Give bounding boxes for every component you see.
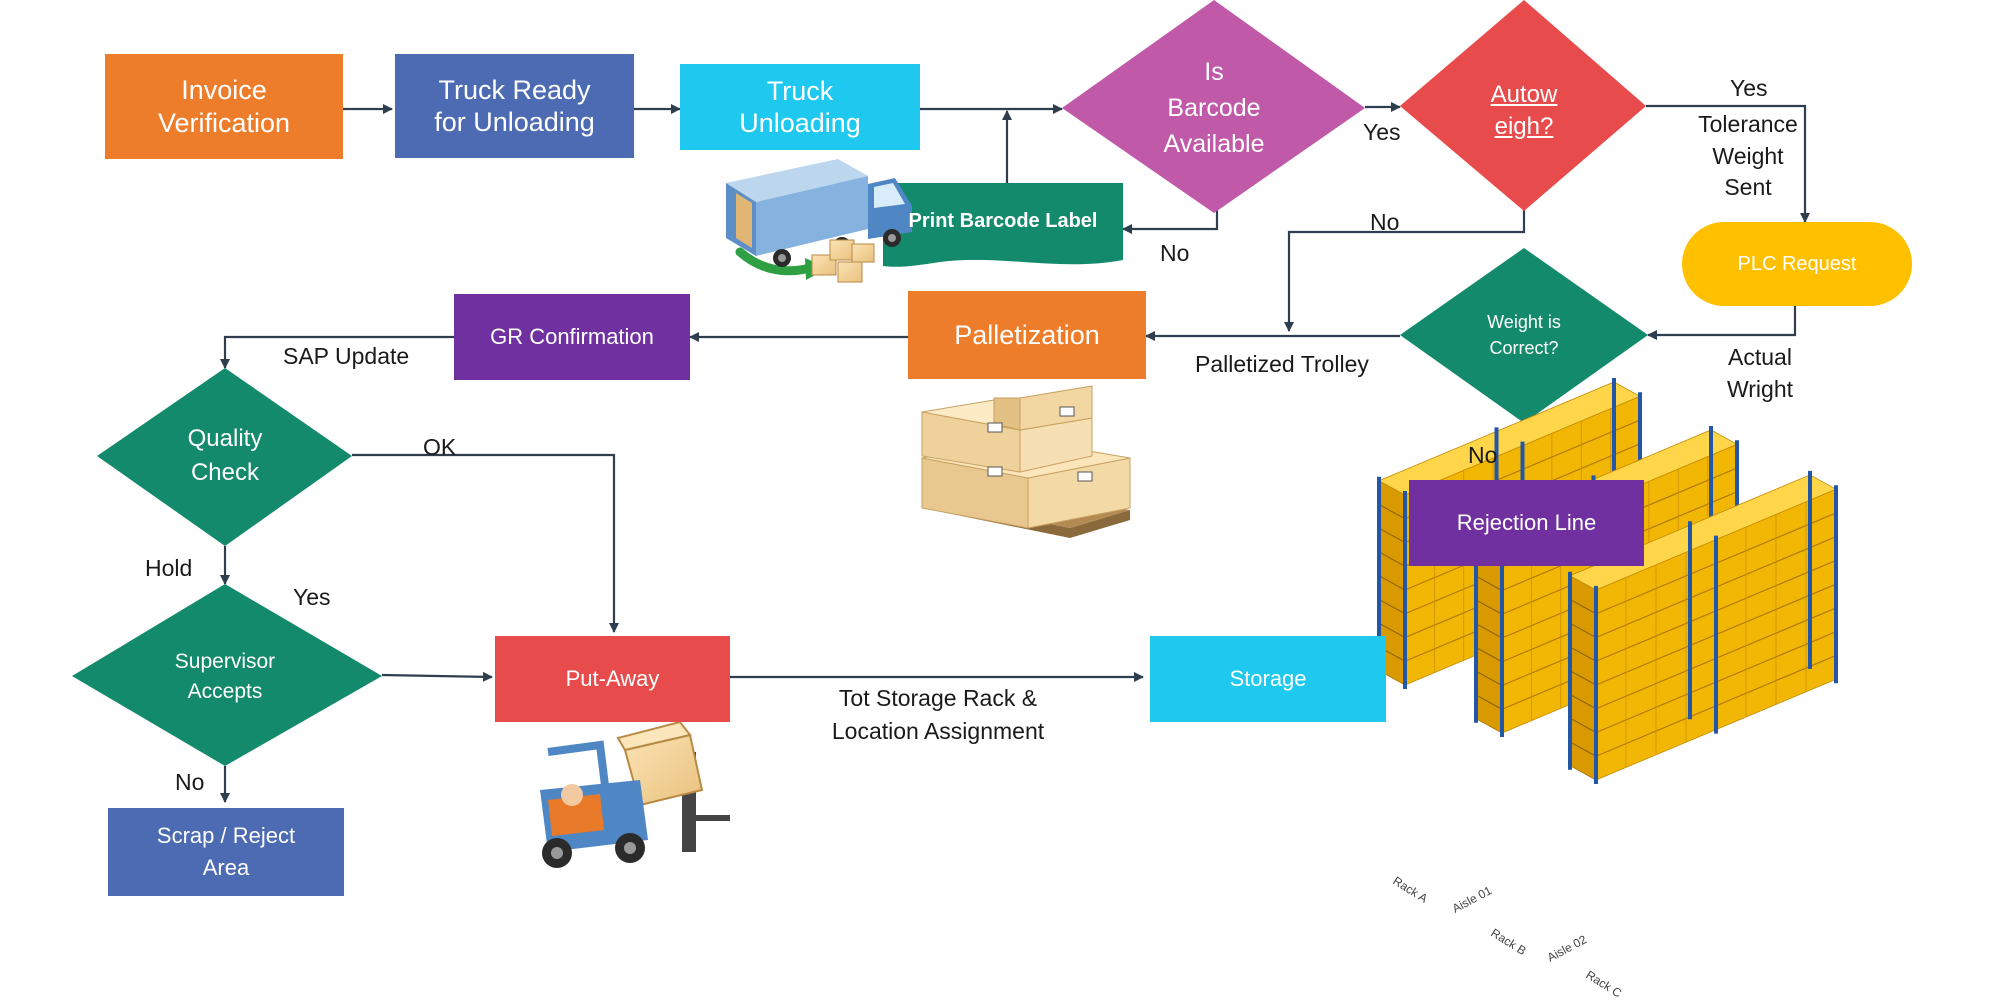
rack-c-label: Rack C <box>1583 968 1624 1000</box>
forklift-illustration <box>540 720 730 868</box>
arrow-gr-to-quality <box>220 335 454 369</box>
arrow-supervisor-yes-to-putaway <box>381 671 493 682</box>
arrow-plc-to-weight <box>1647 306 1797 340</box>
autoweigh-no-label: No <box>1370 209 1400 235</box>
autoweigh-decision-label: Autow eigh? <box>1490 80 1558 140</box>
truck-unloading-illustration <box>726 159 912 283</box>
palletization-box: Palletization <box>908 291 1146 379</box>
print-barcode-shape <box>883 183 1123 267</box>
scrap-reject-box: Scrap / Reject Area <box>108 808 344 896</box>
barcode-decision-label: Is Barcode Available <box>1163 57 1265 159</box>
barcode-no-label: No <box>1160 240 1190 266</box>
storage-assignment-label: Tot Storage Rack & Location Assignment <box>831 685 1045 744</box>
arrows <box>220 102 1810 803</box>
rejection-line-box: Rejection Line <box>1409 480 1644 566</box>
supervisor-yes-label: Yes <box>293 584 331 610</box>
rack-a-label: Rack A <box>1390 874 1430 906</box>
aisle-02-label: Aisle 02 <box>1545 932 1590 965</box>
truck-ready-box: Truck Ready for Unloading <box>395 54 634 158</box>
arrow-autoweigh-yes-to-plc <box>1646 104 1810 223</box>
supervisor-accepts-label: Supervisor Accepts <box>174 649 276 703</box>
quality-hold-label: Hold <box>145 555 193 581</box>
actual-weight-label: Actual Wright <box>1726 344 1794 402</box>
rack-labels: Rack A Aisle 01 Rack B Aisle 02 Rack C <box>1390 874 1624 1000</box>
print-barcode-label-box: Print Barcode Label <box>908 210 1098 232</box>
supervisor-no-label: No <box>175 769 205 795</box>
sap-update-label: SAP Update <box>283 343 410 369</box>
gr-confirmation-box: GR Confirmation <box>454 294 690 380</box>
quality-check-label: Quality Check <box>187 425 263 486</box>
warehouse-racks-illustration <box>1377 378 1838 784</box>
supervisor-accepts-shape <box>72 584 382 766</box>
autoweigh-decision-shape <box>1400 0 1646 211</box>
arrow-autoweigh-no-to-palletized <box>1284 208 1526 332</box>
palletized-trolley-label: Palletized Trolley <box>1195 351 1369 377</box>
weight-decision-label: Weight is Correct? <box>1487 311 1561 358</box>
truck-unloading-box: Truck Unloading <box>680 64 920 150</box>
pallet-boxes-illustration <box>921 385 1131 538</box>
rack-b-label: Rack B <box>1488 926 1528 958</box>
aisle-01-label: Aisle 01 <box>1450 883 1495 916</box>
invoice-verification-box: Invoice Verification <box>105 54 343 159</box>
quality-ok-label: OK <box>423 434 457 460</box>
plc-request-box: PLC Request <box>1682 222 1912 306</box>
autoweigh-yes-label: Yes <box>1730 75 1768 101</box>
barcode-decision-shape <box>1062 0 1365 213</box>
barcode-yes-label: Yes <box>1363 119 1401 145</box>
weight-decision-shape <box>1400 248 1648 423</box>
quality-check-shape <box>97 368 352 546</box>
tolerance-weight-label: Tolerance Weight Sent <box>1698 111 1798 201</box>
put-away-box: Put-Away <box>495 636 730 722</box>
storage-box: Storage <box>1150 636 1386 722</box>
weight-no-label: No <box>1468 442 1498 468</box>
arrow-quality-ok-to-putaway <box>352 453 619 633</box>
